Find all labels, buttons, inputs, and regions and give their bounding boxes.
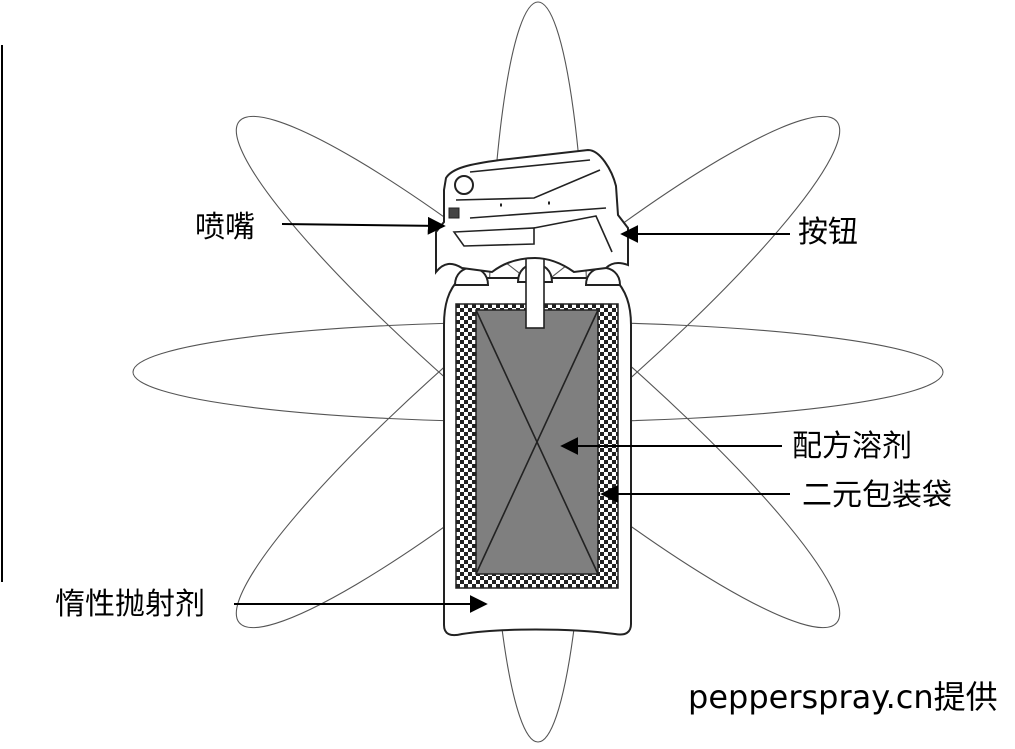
canister <box>443 243 632 637</box>
nozzle-tip <box>448 207 460 219</box>
label-nozzle: 喷嘴 <box>195 210 255 245</box>
label-binary-bag: 二元包装袋 <box>802 478 952 513</box>
leader-lines <box>234 216 790 613</box>
credit-text: pepperspray.cn提供 <box>688 678 998 716</box>
label-button: 按钮 <box>798 215 858 250</box>
nozzle-arrow <box>281 216 446 235</box>
label-formula-solvent: 配方溶剂 <box>792 429 912 464</box>
actuator-button <box>435 148 629 275</box>
label-inert-propellant: 惰性抛射剂 <box>55 587 205 622</box>
nozzle-hole <box>454 175 474 195</box>
